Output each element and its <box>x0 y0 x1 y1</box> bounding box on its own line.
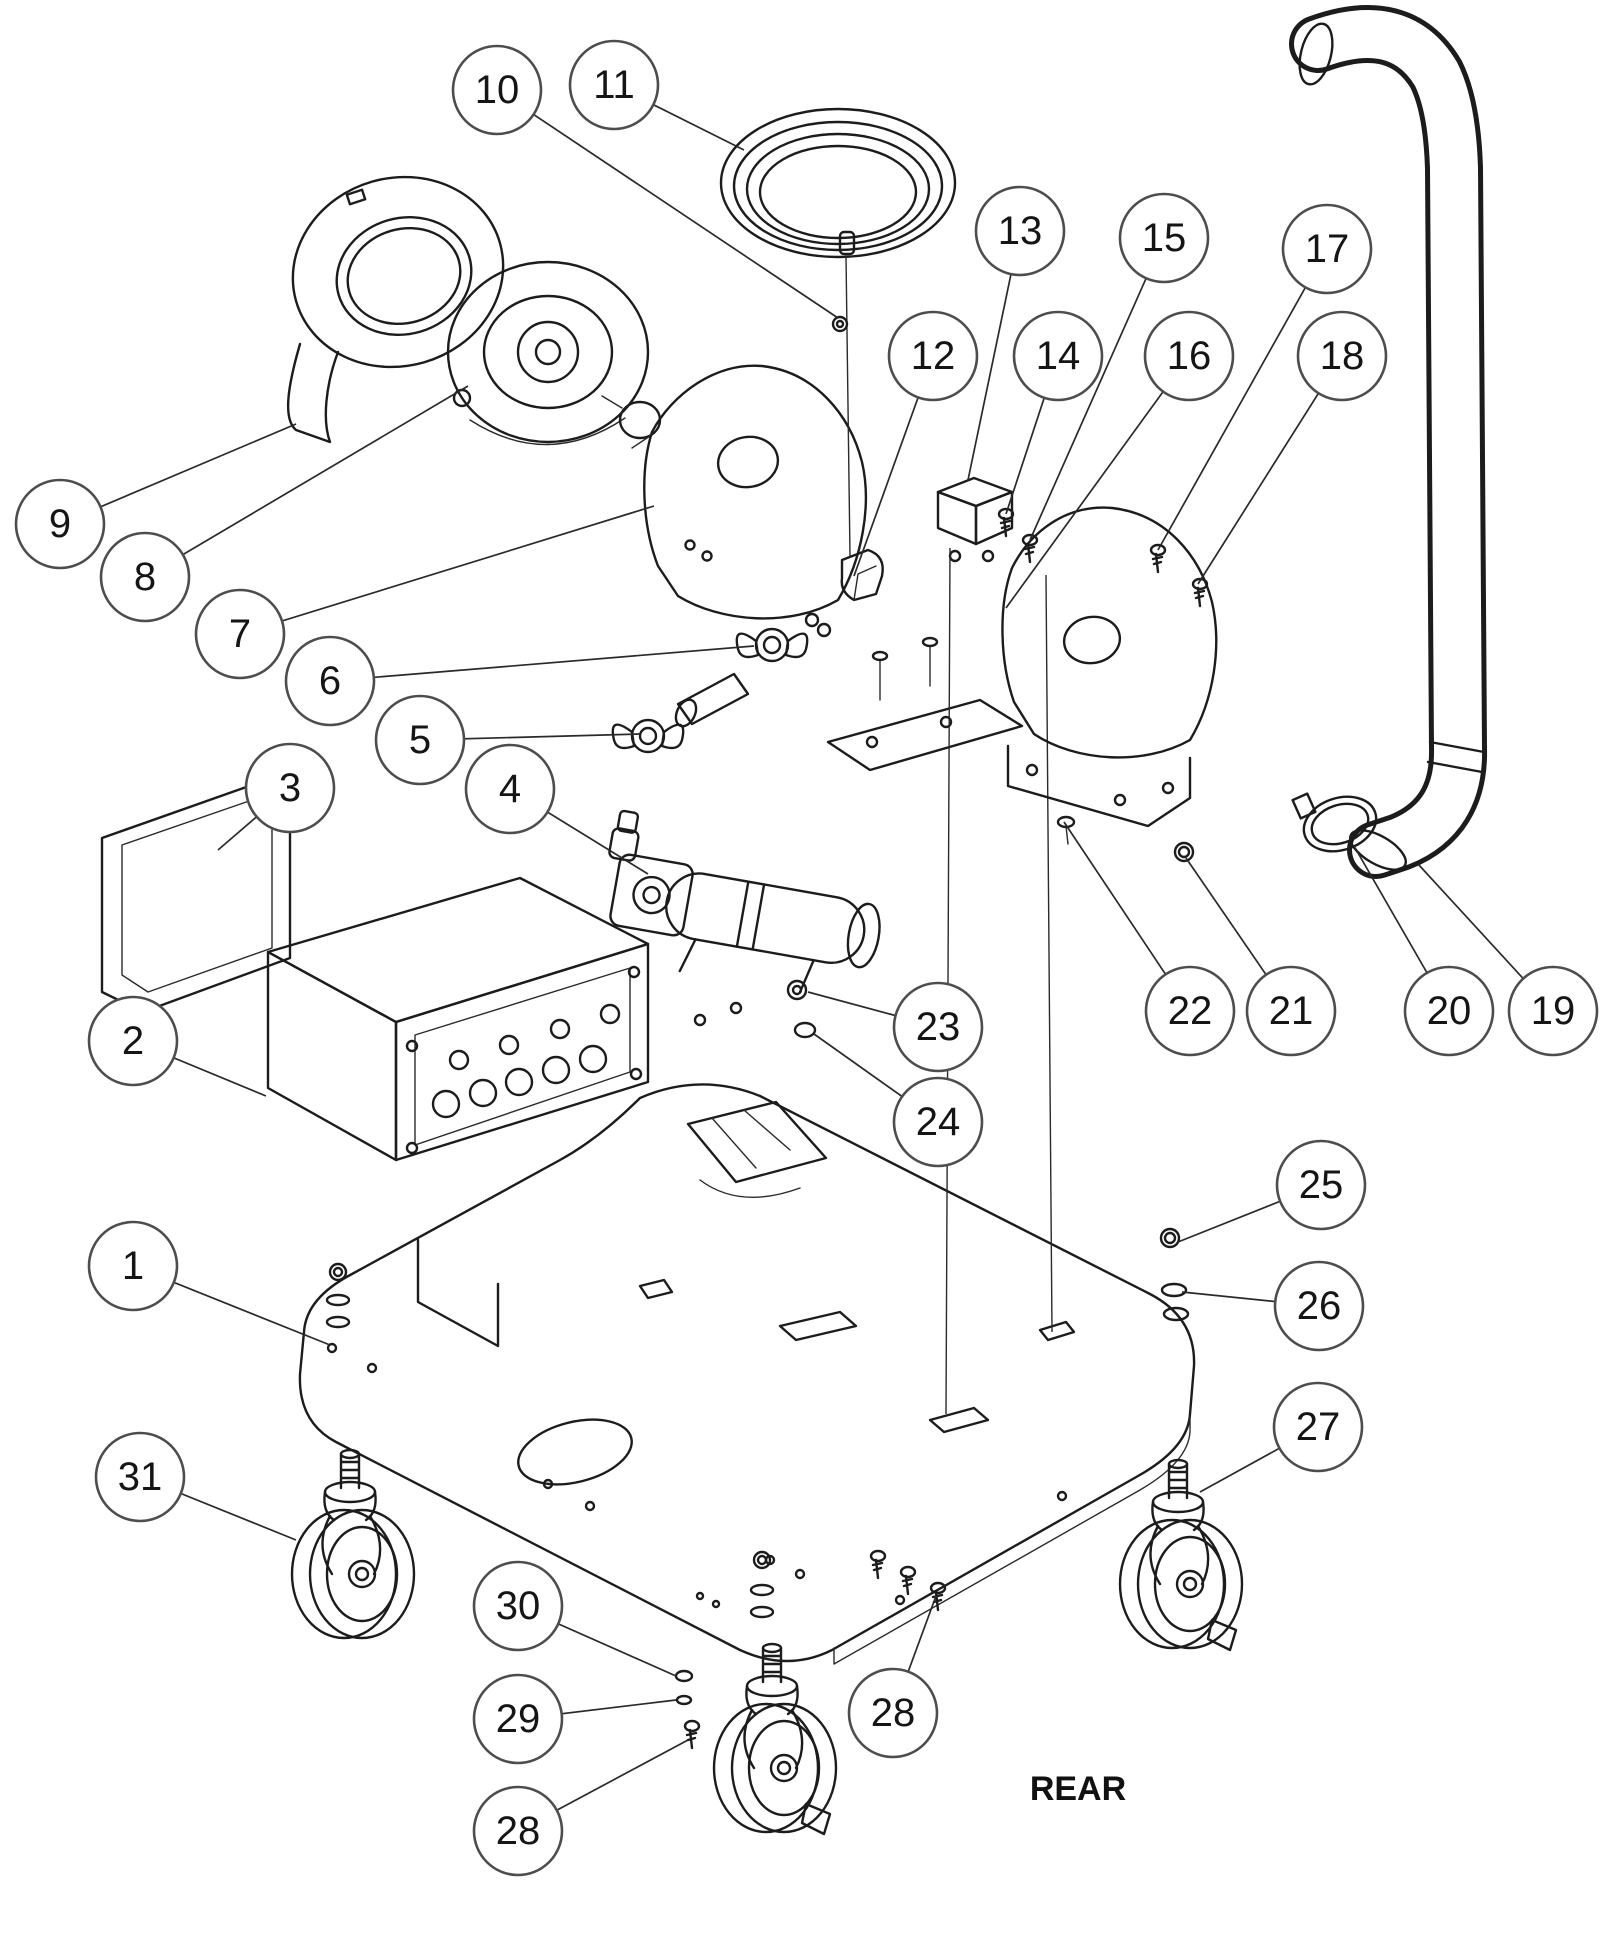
callout-28-right: 28 <box>847 1595 939 1759</box>
switch-box <box>936 476 1014 563</box>
svg-text:1: 1 <box>122 1244 144 1288</box>
alignment-lines <box>945 547 1053 1415</box>
callout-22: 22 <box>1063 821 1236 1057</box>
svg-text:28: 28 <box>871 1691 916 1735</box>
svg-text:4: 4 <box>499 767 521 811</box>
svg-text:17: 17 <box>1305 227 1350 271</box>
handle-tube <box>1289 5 1488 879</box>
caster-hardware-right <box>1159 1227 1190 1322</box>
svg-text:11: 11 <box>593 63 635 107</box>
callout-25: 25 <box>1177 1139 1367 1243</box>
motor-gasket-ring <box>286 175 505 444</box>
motor-plate-left <box>643 364 868 620</box>
callout-5: 5 <box>374 694 641 786</box>
control-box <box>266 876 650 1162</box>
callout-2: 2 <box>87 995 267 1097</box>
svg-text:20: 20 <box>1427 989 1472 1033</box>
callout-28-left: 28 <box>472 1739 689 1877</box>
callout-13: 13 <box>967 185 1066 481</box>
svg-text:18: 18 <box>1320 334 1365 378</box>
svg-text:6: 6 <box>319 659 341 703</box>
coil-bolt <box>831 315 849 333</box>
svg-text:26: 26 <box>1297 1284 1342 1328</box>
hose-fittings <box>611 548 884 754</box>
callout-29: 29 <box>472 1673 677 1765</box>
coiled-hose <box>719 107 957 557</box>
callout-18: 18 <box>1197 310 1388 585</box>
svg-text:19: 19 <box>1531 989 1576 1033</box>
callout-3: 3 <box>217 742 336 851</box>
svg-text:7: 7 <box>229 612 251 656</box>
callout-7: 7 <box>194 505 655 680</box>
pump-assembly <box>608 809 881 1039</box>
callout-26: 26 <box>1181 1260 1365 1352</box>
svg-text:21: 21 <box>1269 989 1314 1033</box>
callout-27: 27 <box>1199 1381 1364 1493</box>
caster-right <box>1118 1458 1244 1652</box>
caster-hardware-left <box>325 1262 351 1329</box>
svg-text:14: 14 <box>1036 334 1081 378</box>
callout-20: 20 <box>1353 845 1495 1057</box>
callout-6: 6 <box>284 635 755 727</box>
svg-text:8: 8 <box>134 555 156 599</box>
callout-16: 16 <box>1005 310 1235 609</box>
callout-14: 14 <box>1005 310 1104 515</box>
svg-text:15: 15 <box>1142 216 1187 260</box>
motor-plate-right <box>1001 506 1218 828</box>
rear-label: REAR <box>1030 1770 1126 1808</box>
svg-text:9: 9 <box>49 502 71 546</box>
caster-bottom <box>712 1642 838 1836</box>
caster-left <box>290 1448 416 1640</box>
callout-24: 24 <box>813 1033 984 1168</box>
callout-31: 31 <box>94 1431 297 1541</box>
svg-text:30: 30 <box>496 1584 541 1628</box>
svg-text:31: 31 <box>118 1455 163 1499</box>
base-plate <box>298 1083 1196 1665</box>
callout-10: 10 <box>451 44 839 319</box>
plate-screws <box>997 507 1209 608</box>
pump-mount-bracket <box>826 636 1024 772</box>
callout-11: 11 <box>568 39 745 151</box>
callout-9: 9 <box>14 423 297 570</box>
svg-text:10: 10 <box>475 68 520 112</box>
callout-1: 1 <box>87 1220 331 1346</box>
svg-text:12: 12 <box>911 334 956 378</box>
svg-text:16: 16 <box>1167 334 1212 378</box>
svg-text:2: 2 <box>122 1019 144 1063</box>
svg-text:22: 22 <box>1168 989 1213 1033</box>
callout-4: 4 <box>464 743 649 875</box>
callout-19: 19 <box>1417 863 1599 1057</box>
callout-23: 23 <box>807 981 984 1073</box>
svg-text:24: 24 <box>916 1100 961 1144</box>
callout-12: 12 <box>853 310 979 577</box>
callout-21: 21 <box>1185 857 1337 1057</box>
svg-text:29: 29 <box>496 1697 541 1741</box>
callout-17: 17 <box>1157 203 1373 551</box>
hose-clamp <box>1291 792 1378 853</box>
svg-text:3: 3 <box>279 766 301 810</box>
svg-text:23: 23 <box>916 1005 961 1049</box>
callout-15: 15 <box>1029 192 1210 541</box>
svg-text:25: 25 <box>1299 1163 1344 1207</box>
vacuum-motor <box>446 260 662 449</box>
svg-text:5: 5 <box>409 718 431 762</box>
svg-text:13: 13 <box>998 209 1043 253</box>
callout-8: 8 <box>99 385 469 623</box>
svg-text:27: 27 <box>1296 1405 1341 1449</box>
caster-hardware-bottom <box>749 1550 775 1619</box>
callout-30: 30 <box>472 1560 677 1677</box>
bracket-hardware <box>1056 815 1195 863</box>
svg-text:28: 28 <box>496 1809 541 1853</box>
